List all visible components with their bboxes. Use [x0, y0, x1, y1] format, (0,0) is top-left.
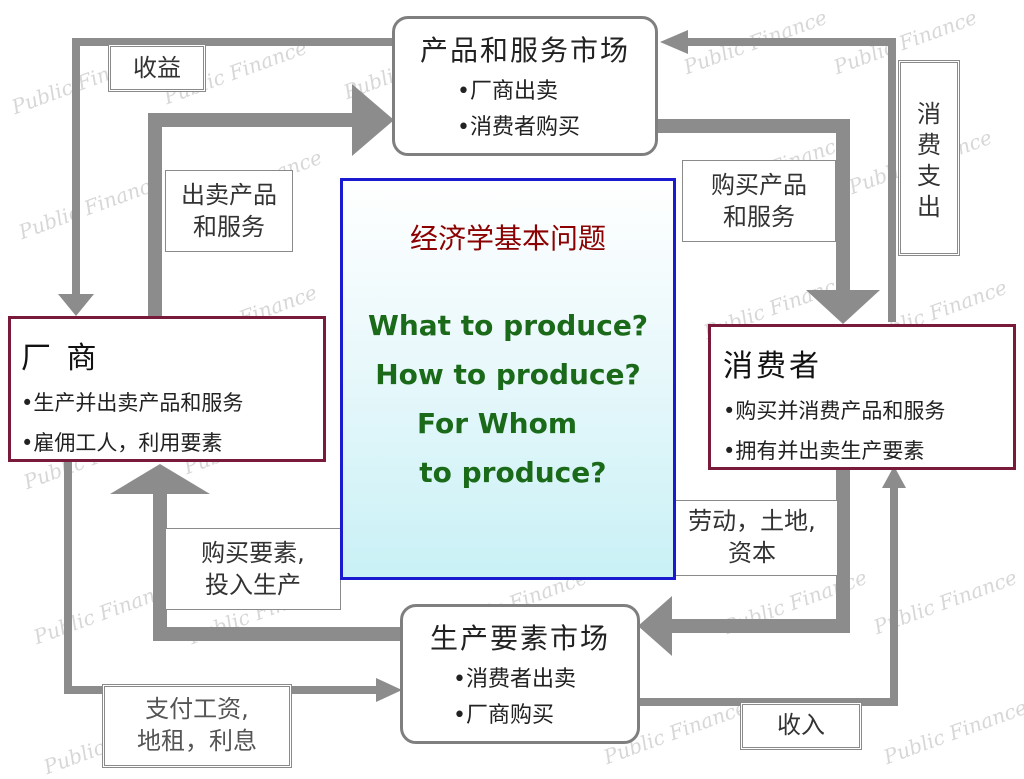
revenue-label: 收益: [108, 44, 206, 92]
spending-flow: [688, 38, 896, 322]
question-what: What to produce?: [367, 309, 649, 342]
basic-questions-title: 经济学基本问题: [409, 222, 606, 255]
households-item: •购买并消费产品和服务: [723, 399, 946, 423]
arrowhead: [352, 84, 394, 156]
buy-goods-label: 购买产品 和服务: [682, 160, 836, 242]
consumer-spending-label: 消 费 支 出: [898, 60, 960, 256]
firms-item: •雇佣工人，利用要素: [21, 431, 223, 455]
firms-title: 厂 商: [21, 341, 100, 376]
arrowhead: [882, 466, 906, 488]
goods-demand-flow: [656, 119, 850, 290]
arrowhead: [806, 290, 880, 324]
arrowhead: [110, 464, 210, 494]
firms-item: •生产并出卖产品和服务: [21, 391, 244, 415]
arrowhead: [376, 678, 402, 702]
factor-market-box: 生产要素市场 •消费者出卖 •厂商购买: [400, 604, 640, 744]
factor-market-item: •厂商购买: [453, 703, 554, 728]
product-market-title: 产品和服务市场: [419, 34, 630, 67]
question-for-whom: For Whom: [417, 407, 578, 440]
sell-goods-label: 出卖产品 和服务: [165, 170, 293, 252]
product-market-item: •厂商出卖: [457, 79, 558, 104]
income-flow: [640, 486, 898, 706]
buy-factors-label: 购买要素, 投入生产: [165, 528, 341, 610]
households-title: 消费者: [723, 349, 822, 384]
firms-box: 厂 商 •生产并出卖产品和服务 •雇佣工人，利用要素: [8, 316, 326, 462]
arrowhead: [638, 596, 672, 656]
factor-supply-flow: [672, 470, 850, 633]
arrowhead: [58, 294, 94, 316]
question-to-produce: to produce?: [409, 456, 607, 489]
basic-questions-box: 经济学基本问题 What to produce? How to produce?…: [340, 178, 676, 580]
arrowhead: [660, 30, 688, 54]
revenue-flow: [72, 38, 394, 302]
product-market-item: •消费者购买: [457, 115, 580, 140]
households-box: 消费者 •购买并消费产品和服务 •拥有并出卖生产要素: [708, 324, 1016, 470]
factor-purchase-flow: [153, 494, 402, 641]
income-label: 收入: [740, 702, 862, 750]
households-item: •拥有并出卖生产要素: [723, 439, 925, 463]
labor-land-capital-label: 劳动，土地, 资本: [666, 500, 838, 576]
factor-market-title: 生产要素市场: [429, 622, 610, 655]
goods-supply-flow: [148, 113, 360, 318]
factor-market-item: •消费者出卖: [453, 667, 576, 692]
wages-label: 支付工资, 地租，利息: [102, 684, 292, 768]
question-how: How to produce?: [375, 358, 641, 391]
product-market-box: 产品和服务市场 •厂商出卖 •消费者购买: [392, 16, 658, 156]
